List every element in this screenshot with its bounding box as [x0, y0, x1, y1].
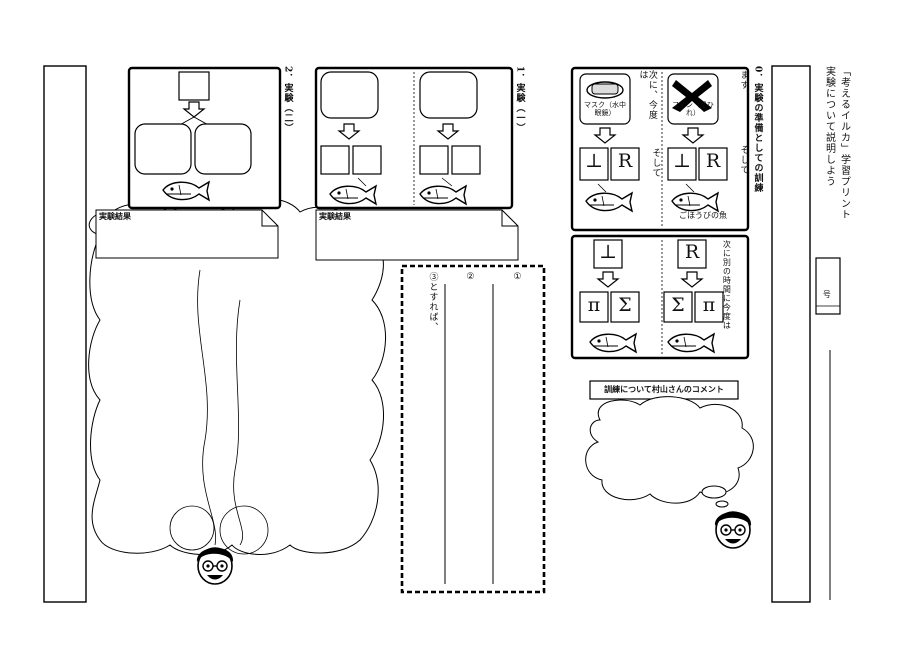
symbol-pi: π: [587, 294, 601, 316]
comment-cloud[interactable]: [585, 396, 754, 504]
section0-heading: 0．実験の準備としての訓練: [752, 66, 763, 194]
exp1-result-box[interactable]: [315, 209, 519, 261]
section0-next-2: 次に別の時間に今度は: [722, 240, 732, 330]
symbol-r: R: [705, 150, 721, 172]
reward-fish-note: ごほうびの魚: [679, 211, 727, 220]
number-label: 号: [822, 290, 832, 299]
exp1-result-label: 実験結果: [319, 212, 351, 221]
summary-table: [400, 264, 546, 594]
summary-col-2: ②: [465, 272, 476, 283]
symbol-perp: ⊥: [585, 150, 603, 172]
section0-then-1: そして: [738, 145, 749, 175]
summary-col-1: ①: [512, 272, 523, 283]
student-face-icon-right: [714, 510, 752, 549]
number-box[interactable]: [815, 257, 841, 315]
exp2-result-box[interactable]: [95, 209, 279, 259]
comment-label: 訓練について村山さんのコメント: [604, 385, 724, 394]
symbol-r: R: [684, 241, 700, 263]
fin-label: フィン（足ひれ）: [672, 101, 714, 117]
mask-label: マスク（水中眼鏡）: [584, 101, 626, 117]
name-answer-box[interactable]: [771, 65, 811, 603]
symbol-perp: ⊥: [599, 241, 617, 263]
symbol-sigma: Σ: [671, 294, 685, 316]
worksheet-subtitle: 実験について説明しよう: [823, 66, 835, 187]
student-face-icon-left: [196, 546, 234, 585]
symbol-perp: ⊥: [673, 150, 691, 172]
worksheet-title: 「考えるイルカ」学習プリント: [838, 66, 850, 220]
section0-next-1: 次に、今度は: [637, 70, 657, 120]
summary-col-3: ③とすれば、: [427, 272, 438, 332]
exp2-heading: 2．実験（二）: [282, 66, 293, 134]
symbol-sigma: Σ: [618, 294, 632, 316]
symbol-pi: π: [702, 294, 716, 316]
left-answer-box[interactable]: [43, 65, 87, 603]
symbol-r: R: [617, 150, 633, 172]
exp1-heading: 1．実験（一）: [514, 66, 525, 134]
section0-intro: まず、: [738, 70, 749, 100]
section0-then-2: そして: [650, 148, 661, 178]
exp2-result-label: 実験結果: [99, 212, 131, 221]
